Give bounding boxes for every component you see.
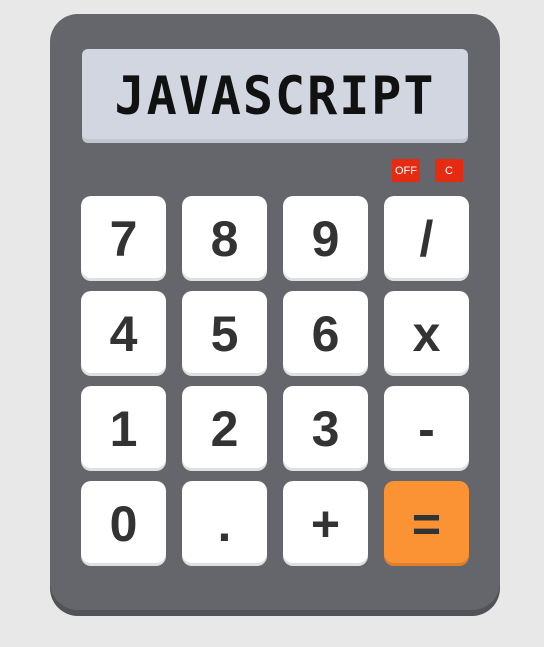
calculator-body: JAVASCRIPT OFF C 7 8 9 / 4 5 6 x 1 2 3 -… xyxy=(50,14,500,616)
key-1[interactable]: 1 xyxy=(81,386,166,471)
calculator-display: JAVASCRIPT xyxy=(82,49,468,143)
keypad: 7 8 9 / 4 5 6 x 1 2 3 - 0 . + = xyxy=(81,196,469,567)
key-7[interactable]: 7 xyxy=(81,196,166,281)
key-subtract[interactable]: - xyxy=(384,386,469,471)
key-divide[interactable]: / xyxy=(384,196,469,281)
display-text: JAVASCRIPT xyxy=(114,65,436,127)
key-4[interactable]: 4 xyxy=(81,291,166,376)
key-add[interactable]: + xyxy=(283,481,368,566)
key-decimal[interactable]: . xyxy=(182,481,267,566)
key-6[interactable]: 6 xyxy=(283,291,368,376)
key-9[interactable]: 9 xyxy=(283,196,368,281)
clear-button[interactable]: C xyxy=(435,159,463,182)
key-5[interactable]: 5 xyxy=(182,291,267,376)
key-0[interactable]: 0 xyxy=(81,481,166,566)
key-3[interactable]: 3 xyxy=(283,386,368,471)
off-button[interactable]: OFF xyxy=(392,159,420,182)
key-2[interactable]: 2 xyxy=(182,386,267,471)
key-8[interactable]: 8 xyxy=(182,196,267,281)
key-equals[interactable]: = xyxy=(384,481,469,566)
key-multiply[interactable]: x xyxy=(384,291,469,376)
